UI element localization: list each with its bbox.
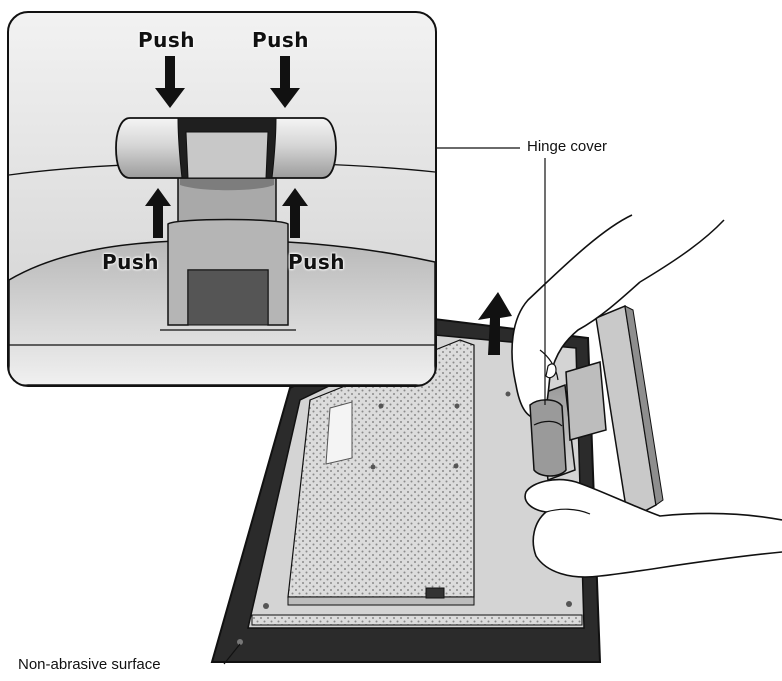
surface-label: Non-abrasive surface <box>18 656 161 673</box>
inset-detail <box>7 11 437 387</box>
surface-leader <box>223 643 241 665</box>
hinge-cover-part <box>529 399 567 477</box>
push-label-top-right: Push <box>252 28 310 52</box>
lift-arrow <box>478 292 512 355</box>
push-label-bottom-right: Push <box>288 250 346 274</box>
push-label-bottom-left: Push <box>102 250 160 274</box>
push-label-top-left: Push <box>138 28 196 52</box>
hinge-cover-label: Hinge cover <box>527 138 608 155</box>
monitor-illustration <box>210 214 782 663</box>
